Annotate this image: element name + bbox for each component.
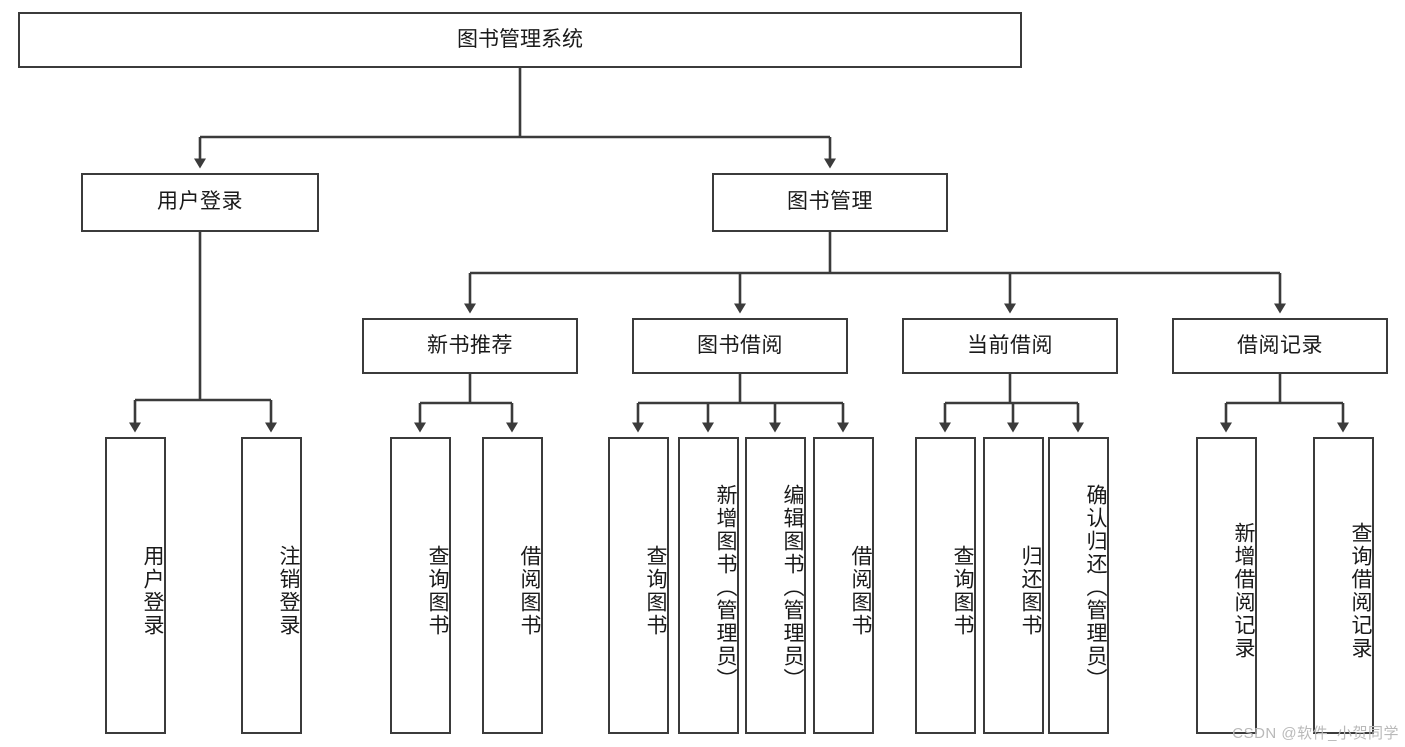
leaf-query-book-recommend[interactable]: 查询图书 <box>390 437 451 734</box>
leaf-return-book[interactable]: 归还图书 <box>983 437 1044 734</box>
leaf-confirm-return-admin[interactable]: 确认归还（管理员） <box>1048 437 1109 734</box>
node-borrow-record-label: 借阅记录 <box>1237 333 1323 357</box>
leaf-confirm-return-admin-label: 确认归还（管理员） <box>1084 484 1107 691</box>
node-new-book-recommend[interactable]: 新书推荐 <box>362 318 578 374</box>
node-user-login-label: 用户登录 <box>157 190 243 214</box>
leaf-edit-book-admin-label: 编辑图书（管理员） <box>781 484 804 691</box>
leaf-add-book-admin-label: 新增图书（管理员） <box>714 484 737 691</box>
node-book-management[interactable]: 图书管理 <box>712 173 948 232</box>
leaf-query-book-borrow[interactable]: 查询图书 <box>608 437 669 734</box>
leaf-query-book-current-label: 查询图书 <box>951 544 974 637</box>
leaf-add-book-admin[interactable]: 新增图书（管理员） <box>678 437 739 734</box>
node-book-borrow[interactable]: 图书借阅 <box>632 318 848 374</box>
leaf-user-login[interactable]: 用户登录 <box>105 437 166 734</box>
leaf-return-book-label: 归还图书 <box>1019 544 1042 637</box>
node-root[interactable]: 图书管理系统 <box>18 12 1022 68</box>
node-current-borrow[interactable]: 当前借阅 <box>902 318 1118 374</box>
leaf-user-login-label: 用户登录 <box>141 544 164 637</box>
leaf-query-book-borrow-label: 查询图书 <box>644 544 667 637</box>
leaf-borrow-book[interactable]: 借阅图书 <box>813 437 874 734</box>
leaf-add-borrow-record-label: 新增借阅记录 <box>1232 521 1255 660</box>
leaf-logout[interactable]: 注销登录 <box>241 437 302 734</box>
leaf-query-borrow-record[interactable]: 查询借阅记录 <box>1313 437 1374 734</box>
node-borrow-record[interactable]: 借阅记录 <box>1172 318 1388 374</box>
leaf-add-borrow-record[interactable]: 新增借阅记录 <box>1196 437 1257 734</box>
leaf-borrow-book-label: 借阅图书 <box>849 544 872 637</box>
node-current-borrow-label: 当前借阅 <box>967 333 1053 357</box>
leaf-borrow-book-recommend[interactable]: 借阅图书 <box>482 437 543 734</box>
leaf-logout-label: 注销登录 <box>277 544 300 637</box>
node-book-borrow-label: 图书借阅 <box>697 333 783 357</box>
node-book-management-label: 图书管理 <box>787 190 873 214</box>
node-new-book-recommend-label: 新书推荐 <box>427 333 513 357</box>
leaf-edit-book-admin[interactable]: 编辑图书（管理员） <box>745 437 806 734</box>
leaf-query-book-current[interactable]: 查询图书 <box>915 437 976 734</box>
leaf-query-borrow-record-label: 查询借阅记录 <box>1349 521 1372 660</box>
node-root-label: 图书管理系统 <box>457 27 583 51</box>
node-user-login[interactable]: 用户登录 <box>81 173 319 232</box>
leaf-borrow-book-recommend-label: 借阅图书 <box>518 544 541 637</box>
leaf-query-book-recommend-label: 查询图书 <box>426 544 449 637</box>
